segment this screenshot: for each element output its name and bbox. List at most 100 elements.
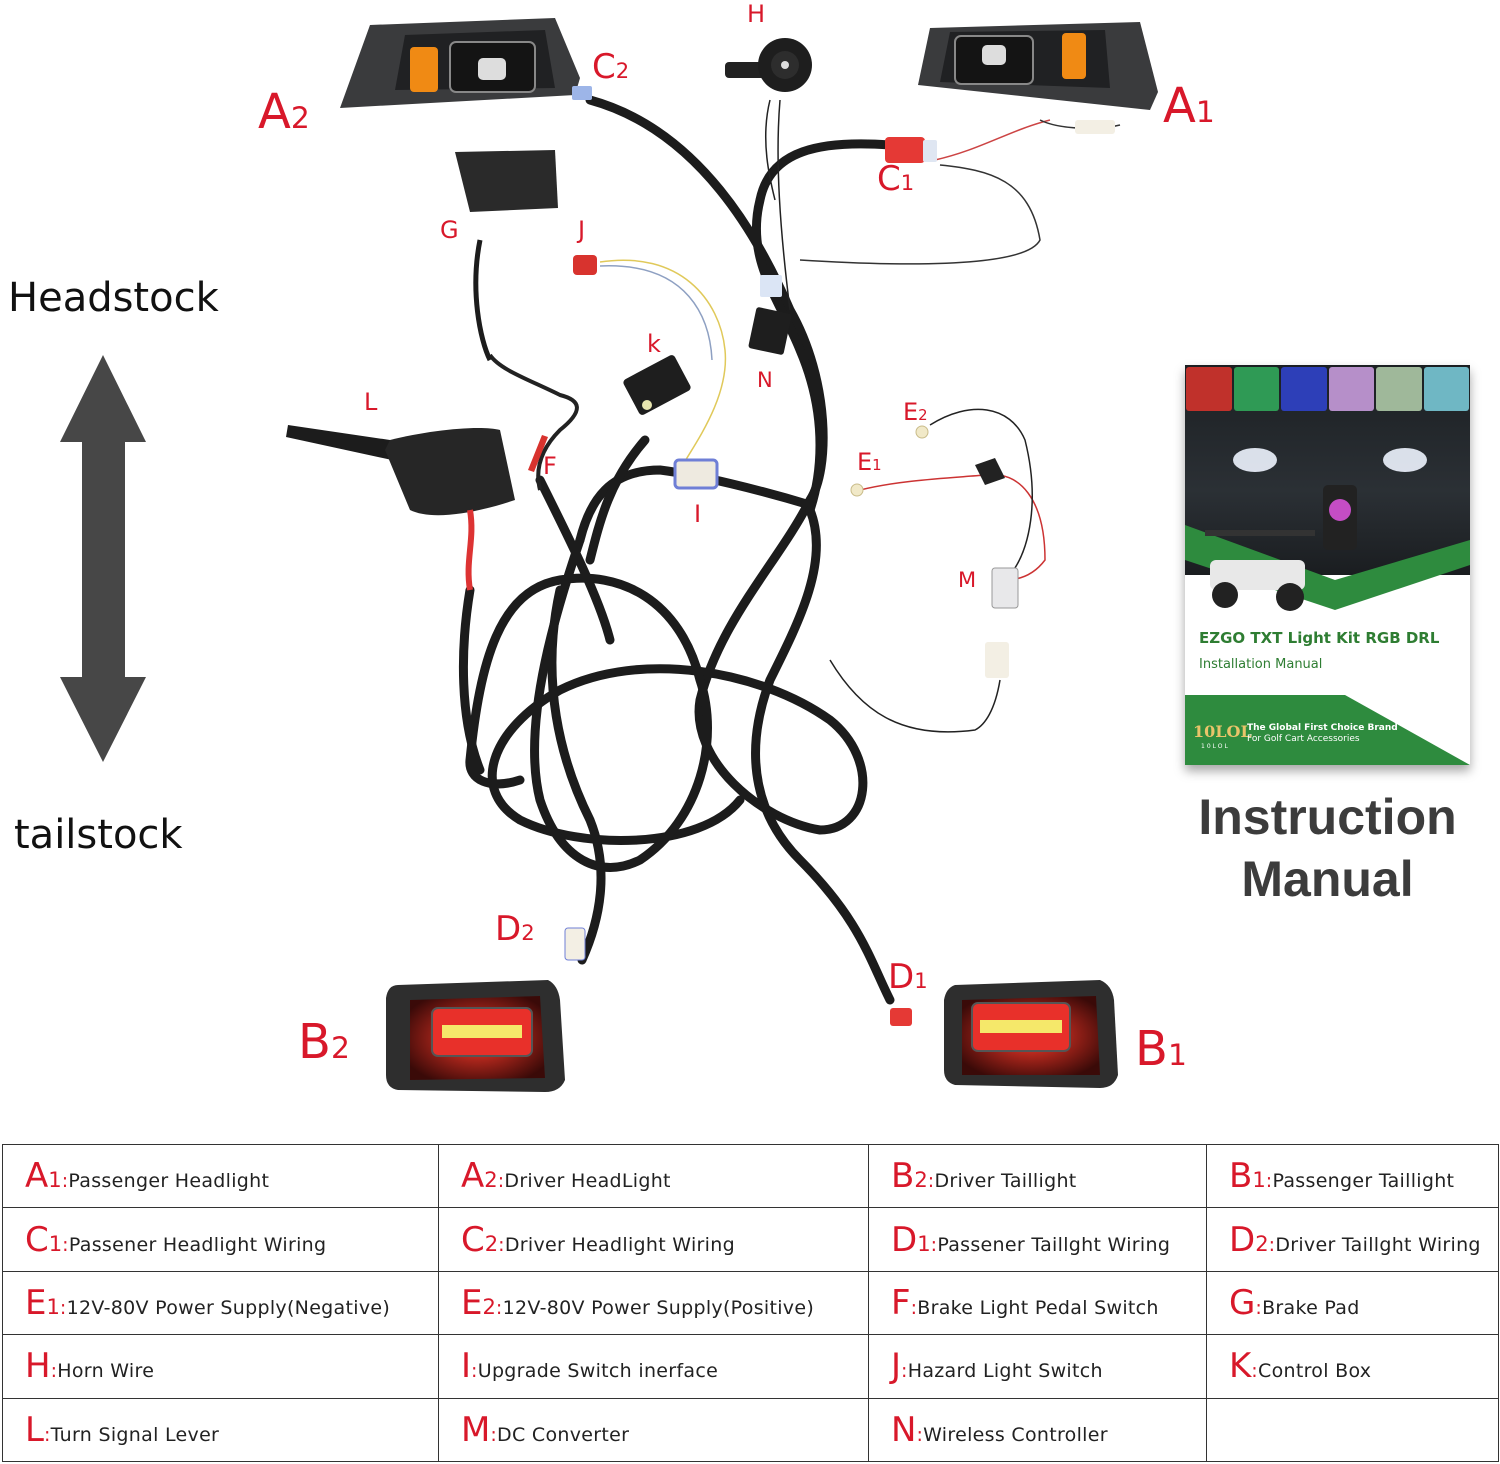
- legend-cell: I:Upgrade Switch inerface: [438, 1334, 869, 1399]
- legend-description: DC Converter: [497, 1423, 630, 1446]
- legend-code: E2: [461, 1283, 496, 1323]
- color-thumb: [1233, 367, 1279, 411]
- legend-code: B1: [1229, 1156, 1266, 1196]
- color-wheel-icon: [1329, 499, 1351, 521]
- dc-converter-m: [991, 567, 1019, 609]
- legend-code-letter: M: [461, 1409, 491, 1450]
- callout-letter: B: [298, 1014, 331, 1070]
- legend-cell: F:Brake Light Pedal Switch: [868, 1270, 1207, 1336]
- legend-code-letter: K: [1229, 1346, 1252, 1387]
- legend-code-letter: N: [891, 1409, 917, 1450]
- instruction-manual-cover: EZGO TXT Light Kit RGB DRL Installation …: [1185, 365, 1470, 765]
- legend-code: A2: [461, 1156, 498, 1196]
- callout-subscript: 2: [290, 101, 310, 136]
- callout-subscript: 1: [900, 170, 915, 195]
- hazard-switch-j: [573, 255, 597, 275]
- legend-code: F: [891, 1283, 911, 1323]
- connector-d1: [890, 1008, 912, 1026]
- legend-colon: :: [62, 1233, 69, 1256]
- headlight-glow-icon: [1233, 448, 1277, 472]
- legend-code-subscript: 1: [48, 1230, 63, 1256]
- legend-cell: C2:Driver Headlight Wiring: [438, 1207, 869, 1272]
- callout-subscript: 2: [521, 920, 535, 945]
- legend-cell: E2:12V-80V Power Supply(Positive): [438, 1270, 869, 1336]
- callout-l: L: [364, 388, 378, 416]
- callout-b1: B1: [1135, 1025, 1187, 1073]
- brand-logo: 10LOL: [1193, 722, 1252, 741]
- legend-description: Wireless Controller: [923, 1423, 1108, 1446]
- callout-e1: E1: [857, 450, 882, 474]
- legend-code-subscript: 2: [484, 1167, 498, 1193]
- legend-code: H: [25, 1346, 51, 1386]
- legend-code: L: [25, 1410, 44, 1450]
- legend-cell: N:Wireless Controller: [868, 1397, 1207, 1463]
- legend-code: D1: [891, 1220, 931, 1260]
- callout-letter: D: [495, 909, 522, 949]
- legend-colon: :: [916, 1423, 924, 1446]
- legend-colon: :: [61, 1170, 69, 1193]
- legend-description: Passener Headlight Wiring: [68, 1233, 327, 1256]
- legend-code: M: [461, 1410, 490, 1450]
- callout-subscript: 2: [615, 58, 630, 83]
- color-thumb: [1281, 367, 1327, 411]
- callout-e2: E2: [903, 400, 928, 424]
- callout-b2: B2: [298, 1018, 350, 1066]
- connector-a1-plug: [1075, 120, 1115, 134]
- green-swoosh: [1185, 525, 1470, 610]
- color-thumb: [1186, 367, 1232, 411]
- legend-cell: C1:Passener Headlight Wiring: [2, 1207, 439, 1272]
- legend-colon: :: [498, 1233, 505, 1256]
- color-thumb: [1423, 367, 1469, 411]
- legend-code-subscript: 2: [482, 1293, 496, 1319]
- main-harness: [458, 95, 895, 1005]
- legend-description: Horn Wire: [57, 1360, 155, 1383]
- rgb-color-thumbnails: [1185, 365, 1470, 413]
- legend-cell: K:Control Box: [1206, 1334, 1499, 1399]
- brand-logo-sub: 10LOL: [1201, 743, 1230, 750]
- passenger-headlight-a1: [918, 22, 1158, 110]
- legend-row: E1:12V-80V Power Supply(Negative)E2:12V-…: [2, 1270, 1499, 1336]
- callout-subscript: 1: [872, 456, 882, 474]
- inline-fuse-icon: [975, 458, 1005, 485]
- callout-m: M: [958, 568, 977, 592]
- legend-code: D2: [1229, 1220, 1269, 1260]
- legend-cell: J:Hazard Light Switch: [868, 1334, 1207, 1399]
- double-arrow-icon: [60, 355, 146, 762]
- connector-c1-plug: [923, 140, 937, 162]
- control-box-k: [623, 355, 691, 415]
- passenger-taillight-b1: [944, 980, 1118, 1088]
- legend-code: J: [891, 1346, 901, 1386]
- legend-colon: :: [1268, 1233, 1276, 1256]
- legend-colon: :: [490, 1423, 498, 1446]
- color-thumb: [1328, 367, 1374, 411]
- brake-pedal-switch-f: [528, 435, 548, 472]
- connector-c1: [885, 137, 925, 163]
- legend-code-letter: C: [25, 1219, 49, 1260]
- callout-a1: A1: [1163, 82, 1215, 130]
- diagram-graphics: [60, 18, 1158, 1092]
- manual-cover-title: EZGO TXT Light Kit RGB DRL: [1199, 629, 1440, 647]
- callout-f: F: [543, 452, 557, 480]
- green-footer-band: [1185, 695, 1470, 765]
- legend-code-letter: B: [1229, 1156, 1253, 1197]
- manual-cover-art: [1185, 448, 1470, 765]
- legend-code-letter: E: [461, 1282, 483, 1323]
- legend-cell: B1:Passenger Taillight: [1206, 1143, 1499, 1209]
- legend-cell: H:Horn Wire: [2, 1334, 439, 1399]
- legend-description: Driver Headlight Wiring: [504, 1233, 735, 1256]
- legend-colon: :: [471, 1360, 478, 1383]
- legend-code-subscript: 1: [48, 1167, 62, 1193]
- legend-description: 12V-80V Power Supply(Negative): [66, 1296, 391, 1319]
- driver-headlight-a2: [340, 18, 592, 108]
- tailstock-label: tailstock: [14, 812, 183, 858]
- horn-h: [725, 38, 812, 92]
- headlight-glow-icon: [1383, 448, 1427, 472]
- legend-code: E1: [25, 1283, 60, 1323]
- callout-subscript: 2: [918, 406, 928, 424]
- callout-d1: D1: [888, 960, 928, 994]
- brand-tagline-2: For Golf Cart Accessories: [1247, 734, 1360, 744]
- callout-c1: C1: [877, 162, 914, 196]
- legend-code: K: [1229, 1346, 1251, 1386]
